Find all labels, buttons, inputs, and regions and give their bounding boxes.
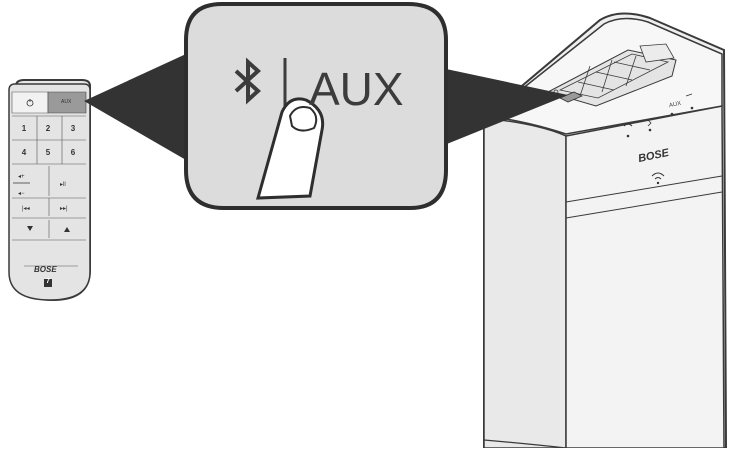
bluetooth-icon: [234, 57, 261, 105]
remote-aux-label: AUX: [61, 99, 72, 105]
svg-text:|◂◂: |◂◂: [22, 206, 30, 212]
remote-brand-logo: BOSE: [34, 265, 57, 274]
remote: ◂+ ◂− ▸ll |◂◂ ▸▸|: [8, 79, 91, 302]
svg-text:▸▸|: ▸▸|: [60, 206, 68, 212]
svg-text:◂−: ◂−: [18, 191, 25, 197]
remote-button-6: 6: [70, 148, 76, 157]
remote-button-4: 4: [21, 148, 27, 157]
speaker-indicators: [623, 93, 694, 138]
svg-text:◂+: ◂+: [18, 174, 25, 180]
remote-button-1: 1: [21, 124, 27, 133]
remote-aux-button: [47, 91, 87, 114]
remote-button-5: 5: [45, 148, 51, 157]
svg-text:▸ll: ▸ll: [60, 182, 66, 188]
callout-aux-label: AUX: [309, 63, 404, 115]
callout-pointer-right: [432, 66, 568, 150]
remote-button-3: 3: [70, 124, 76, 133]
finger: [256, 97, 325, 200]
remote-badge-text: 7: [46, 278, 50, 285]
speaker-aux-button: [559, 91, 583, 103]
speaker-grille-line: [565, 175, 723, 203]
speaker-wifi-icon: [651, 172, 665, 180]
remote-badge: [44, 279, 52, 287]
speaker-front-face: [483, 117, 567, 449]
callout-pointer-left: [84, 54, 186, 160]
speaker: [483, 12, 728, 449]
speaker-control-panel: [546, 43, 677, 107]
remote-button-2: 2: [45, 124, 51, 133]
